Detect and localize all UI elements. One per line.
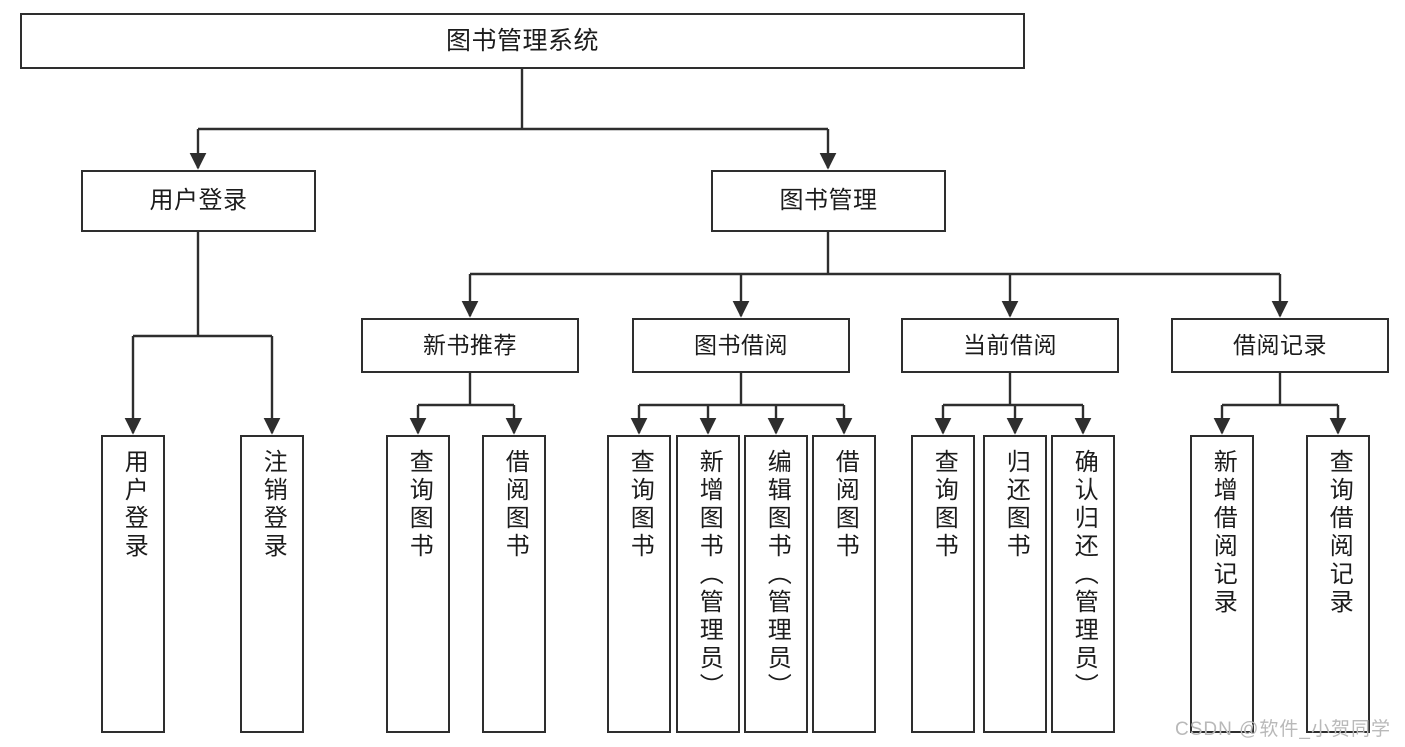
node-leaf-query-book-cb-label: 查询图书: [930, 449, 958, 561]
node-leaf-add-borrow-record-label: 新增借阅记录: [1209, 449, 1237, 617]
node-borrow-record[interactable]: 借阅记录: [1171, 318, 1389, 373]
node-leaf-confirm-return[interactable]: 确认归还（管理员）: [1051, 435, 1115, 733]
node-leaf-borrow-book-bb[interactable]: 借阅图书: [812, 435, 876, 733]
node-leaf-query-borrow-record[interactable]: 查询借阅记录: [1306, 435, 1370, 733]
node-leaf-query-book-bb[interactable]: 查询图书: [607, 435, 671, 733]
node-user-login-label: 用户登录: [149, 187, 248, 215]
node-leaf-borrow-book-bb-label: 借阅图书: [831, 449, 859, 561]
node-leaf-user-logout-label: 注销登录: [259, 449, 287, 561]
node-root[interactable]: 图书管理系统: [20, 13, 1025, 69]
node-leaf-query-borrow-record-label: 查询借阅记录: [1325, 449, 1353, 617]
node-leaf-return-book-label: 归还图书: [1002, 449, 1030, 561]
node-leaf-query-book-nb-label: 查询图书: [405, 449, 433, 561]
node-book-management[interactable]: 图书管理: [711, 170, 946, 232]
node-leaf-edit-book-admin-label: 编辑图书（管理员）: [763, 449, 791, 701]
node-current-borrow[interactable]: 当前借阅: [901, 318, 1119, 373]
node-new-book-recommend[interactable]: 新书推荐: [361, 318, 579, 373]
watermark-text: CSDN @软件_小贺同学: [1175, 719, 1391, 740]
node-leaf-edit-book-admin[interactable]: 编辑图书（管理员）: [744, 435, 808, 733]
node-leaf-query-book-nb[interactable]: 查询图书: [386, 435, 450, 733]
node-leaf-add-book-admin[interactable]: 新增图书（管理员）: [676, 435, 740, 733]
node-leaf-add-borrow-record[interactable]: 新增借阅记录: [1190, 435, 1254, 733]
node-leaf-query-book-cb[interactable]: 查询图书: [911, 435, 975, 733]
node-book-borrow[interactable]: 图书借阅: [632, 318, 850, 373]
node-user-login[interactable]: 用户登录: [81, 170, 316, 232]
node-leaf-user-logout[interactable]: 注销登录: [240, 435, 304, 733]
node-leaf-confirm-return-label: 确认归还（管理员）: [1070, 449, 1098, 701]
node-leaf-borrow-book-nb[interactable]: 借阅图书: [482, 435, 546, 733]
node-leaf-return-book[interactable]: 归还图书: [983, 435, 1047, 733]
node-leaf-borrow-book-nb-label: 借阅图书: [501, 449, 529, 561]
node-leaf-add-book-admin-label: 新增图书（管理员）: [695, 449, 723, 701]
node-leaf-user-login[interactable]: 用户登录: [101, 435, 165, 733]
node-leaf-query-book-bb-label: 查询图书: [626, 449, 654, 561]
node-book-borrow-label: 图书借阅: [694, 332, 788, 359]
node-root-label: 图书管理系统: [445, 26, 599, 55]
node-borrow-record-label: 借阅记录: [1233, 332, 1327, 359]
node-new-book-recommend-label: 新书推荐: [423, 332, 517, 359]
node-book-management-label: 图书管理: [779, 187, 878, 215]
node-leaf-user-login-label: 用户登录: [120, 449, 148, 561]
node-current-borrow-label: 当前借阅: [963, 332, 1057, 359]
